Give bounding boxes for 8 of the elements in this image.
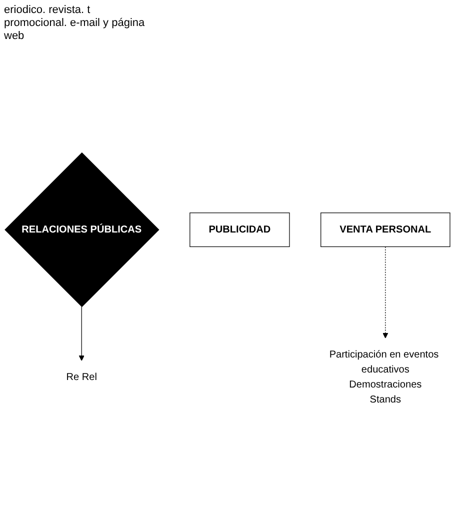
node-text: Participación en eventos educativos Demostraciones Stands — [329, 349, 439, 406]
node-box: VENTA PERSONAL — [320, 212, 450, 248]
arrow — [382, 246, 388, 338]
note-text: eriodico. revista. t promocional. e-mail y página web — [4, 4, 146, 43]
node-text: Re Rel — [66, 372, 97, 383]
node-diamond: RELACIONES PÚBLICAS — [4, 152, 160, 308]
node-box: PUBLICIDAD — [190, 212, 290, 248]
arrow — [78, 306, 84, 361]
